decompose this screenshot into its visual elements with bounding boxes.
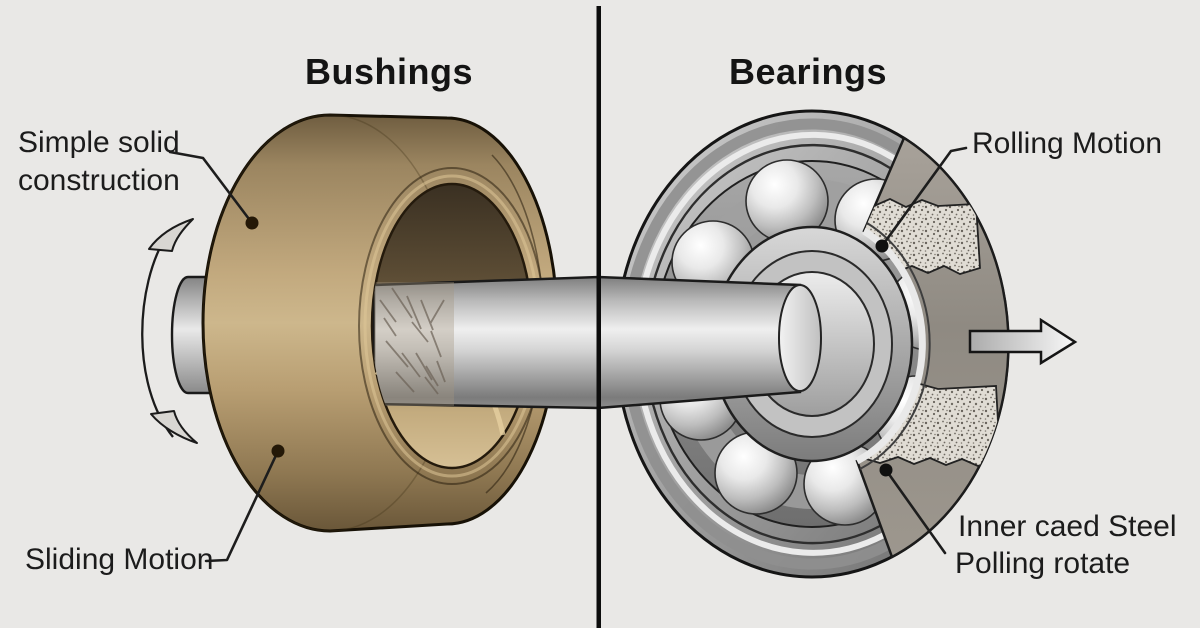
leader-dot xyxy=(245,216,259,230)
label-inner-line2: Polling rotate xyxy=(955,547,1130,580)
shaft-right-segment xyxy=(596,275,802,410)
rotation-arrow-icon xyxy=(141,218,198,444)
leader-inner xyxy=(884,468,947,555)
leader-dot xyxy=(879,463,893,477)
axial-arrow-icon xyxy=(968,317,1078,366)
label-simple-solid: Simple solid xyxy=(18,126,180,159)
label-inner-line1: Inner caed Steel xyxy=(958,510,1176,543)
bearings-title: Bearings xyxy=(729,51,887,92)
leader-rolling xyxy=(880,146,968,248)
leader-sliding xyxy=(204,449,280,563)
label-sliding-motion: Sliding Motion xyxy=(25,543,213,576)
bearing-assembly xyxy=(596,109,1010,579)
bearing-cutaway-section xyxy=(855,136,1010,559)
bushings-title: Bushings xyxy=(305,51,473,92)
leader-dot xyxy=(875,239,889,253)
divider-line xyxy=(596,6,601,628)
shaft-end-cap xyxy=(778,284,822,392)
leader-lines xyxy=(168,146,968,563)
label-construction: construction xyxy=(18,164,180,197)
leader-dot xyxy=(271,444,285,458)
leader-construction xyxy=(168,150,254,225)
shaft-wear-texture xyxy=(374,282,454,406)
label-rolling-motion: Rolling Motion xyxy=(972,127,1162,160)
